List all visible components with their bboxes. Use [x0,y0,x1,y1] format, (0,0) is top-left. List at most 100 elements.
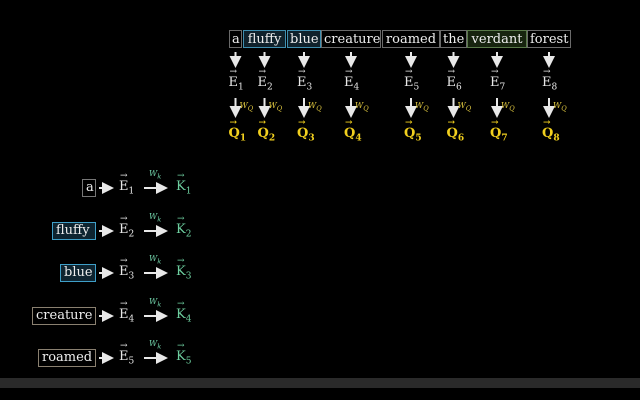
embedding-vector-6-arrow-icon: → [447,67,455,77]
query-weight-label-5: WQ [415,101,429,113]
key-embedding-4-index: 4 [128,314,135,325]
query-weight-sub-1: Q [247,104,254,113]
key-vector-4-arrow-icon: → [177,299,184,309]
key-vector-2: →K2 [176,214,192,240]
key-weight-label-4: Wk [149,297,161,309]
embedding-vector-7-arrow-icon: → [491,67,498,77]
key-embedding-4: →E4 [119,299,135,325]
query-vector-7-arrow-icon: → [491,118,498,128]
key-weight-letter-2: W [149,212,158,221]
word-token-forest: forest [527,30,571,48]
embedding-vector-2-index: 2 [267,82,273,93]
key-embedding-5-index: 5 [128,356,135,367]
word-token-blue: blue [287,30,321,48]
query-weight-label-3: WQ [308,101,322,113]
embedding-vector-1-arrow-icon: → [229,67,237,77]
embedding-vector-5: →E5 [404,67,419,93]
embedding-vector-2: →E2 [257,67,273,93]
embedding-vector-5-letter: E [404,75,414,90]
key-weight-sub-2: k [157,215,162,224]
query-vector-6-index: 6 [457,133,465,144]
embedding-vector-2-arrow-icon: → [258,67,266,77]
key-vector-3: →K3 [176,256,192,282]
key-embedding-3-letter: E [119,264,129,279]
query-vector-3: →Q3 [297,118,315,144]
query-weight-sub-2: Q [276,104,283,113]
query-vector-8-index: 8 [553,133,560,144]
query-weight-label-7: WQ [501,101,515,113]
key-vector-5-index: 5 [185,356,192,367]
key-weight-label-2: Wk [149,212,161,224]
key-embedding-4-arrow-icon: → [120,299,127,309]
key-embedding-3: →E3 [119,256,135,282]
query-weight-sub-3: Q [316,104,322,113]
key-vector-5: →K5 [176,341,192,367]
query-vector-1-letter: Q [228,126,240,141]
query-vector-7-index: 7 [501,133,508,144]
key-vector-4-letter: K [176,307,186,322]
key-vector-2-index: 2 [185,229,192,240]
query-weight-sub-6: Q [465,104,472,113]
query-weight-sub-7: Q [509,104,515,113]
embedding-vector-4-index: 4 [353,82,360,93]
query-vector-1-index: 1 [239,133,247,144]
word-token-the: the [440,30,467,48]
query-vector-8-letter: Q [542,126,554,141]
embedding-vector-1: →E1 [229,67,244,93]
embedding-vector-8-letter: E [542,75,552,90]
key-vector-5-letter: K [176,349,186,364]
key-weight-sub-3: k [157,257,162,266]
key-embedding-2-letter: E [119,222,129,237]
key-weight-letter-3: W [149,254,158,263]
key-vector-3-index: 3 [185,271,192,282]
embedding-vector-3-index: 3 [306,82,313,93]
query-vector-4-letter: Q [344,126,356,141]
word-token-creature: creature [321,30,381,48]
key-vector-1-arrow-icon: → [177,171,184,181]
key-weight-letter-4: W [149,297,158,306]
embedding-vector-4-letter: E [344,75,354,90]
query-vector-2-arrow-icon: → [258,118,266,128]
key-vector-2-arrow-icon: → [177,214,184,224]
embedding-vector-8-index: 8 [551,82,558,93]
query-weight-sub-5: Q [423,104,429,113]
embedding-vector-2-letter: E [257,75,268,90]
key-embedding-1-index: 1 [128,186,135,197]
query-weight-sub-8: Q [561,104,567,113]
query-vector-6-letter: Q [446,126,458,141]
query-weight-label-4: WQ [355,101,369,113]
key-vector-1: →K1 [176,171,191,197]
key-vector-3-letter: K [176,264,186,279]
key-vector-2-letter: K [176,222,186,237]
key-embedding-1: →E1 [119,171,135,197]
query-weight-letter-2: W [268,101,277,110]
query-weight-label-8: WQ [553,101,567,113]
key-embedding-3-index: 3 [128,271,135,282]
embedding-vector-7: →E7 [490,67,506,93]
query-vector-2-index: 2 [268,133,276,144]
key-embedding-5-letter: E [119,349,129,364]
key-word-roamed: roamed [38,349,96,367]
word-token-fluffy: fluffy [243,30,286,48]
embedding-vector-4-arrow-icon: → [345,67,352,77]
key-vector-5-arrow-icon: → [177,341,184,351]
key-embedding-2-arrow-icon: → [120,214,127,224]
embedding-vector-3: →E3 [297,67,313,93]
embedding-vector-6: →E6 [447,67,462,93]
embedding-vector-6-index: 6 [456,82,462,93]
query-vector-1-arrow-icon: → [229,118,237,128]
key-weight-sub-4: k [157,300,162,309]
key-word-fluffy: fluffy [52,222,96,240]
query-vector-3-index: 3 [308,133,315,144]
query-vector-7-letter: Q [490,126,502,141]
query-vector-3-letter: Q [297,126,309,141]
key-weight-letter-1: W [149,169,158,178]
key-weight-sub-1: k [157,172,162,181]
query-weight-sub-4: Q [363,104,369,113]
embedding-vector-5-arrow-icon: → [405,67,412,77]
embedding-vector-7-index: 7 [499,82,506,93]
query-vector-5: →Q5 [404,118,422,144]
key-weight-letter-5: W [149,339,158,348]
